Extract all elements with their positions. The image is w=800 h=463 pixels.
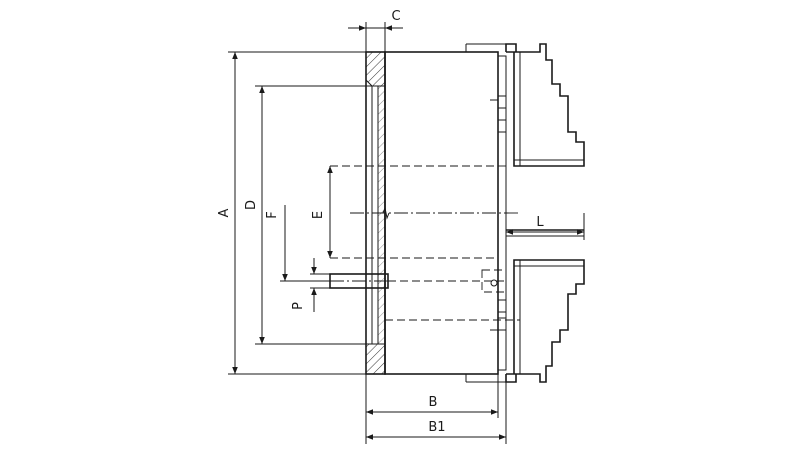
dimension-l: L (505, 213, 585, 240)
jaw-top (465, 43, 585, 167)
label-l: L (536, 215, 544, 230)
jaw-bottom (465, 259, 585, 383)
label-a: A (217, 208, 232, 217)
dimension-b: B (365, 374, 499, 444)
dimension-c: C (348, 9, 403, 52)
label-p: P (291, 302, 306, 310)
dimension-a: A (217, 51, 366, 375)
flange-section-bottom (365, 343, 386, 375)
label-b: B (429, 395, 438, 410)
label-b1: B1 (428, 420, 445, 435)
label-e: E (311, 211, 326, 219)
dimension-b1: B1 (366, 382, 507, 444)
dimension-f: F (265, 205, 330, 282)
label-c: C (391, 9, 400, 24)
dimension-e: E (311, 166, 333, 258)
dimension-p: P (291, 258, 330, 312)
label-d: D (244, 200, 259, 210)
chuck-body (365, 51, 507, 375)
hidden-lines (330, 165, 520, 321)
flange-section-top (365, 51, 386, 87)
dimension-d: D (244, 85, 372, 345)
label-f: F (265, 211, 280, 218)
